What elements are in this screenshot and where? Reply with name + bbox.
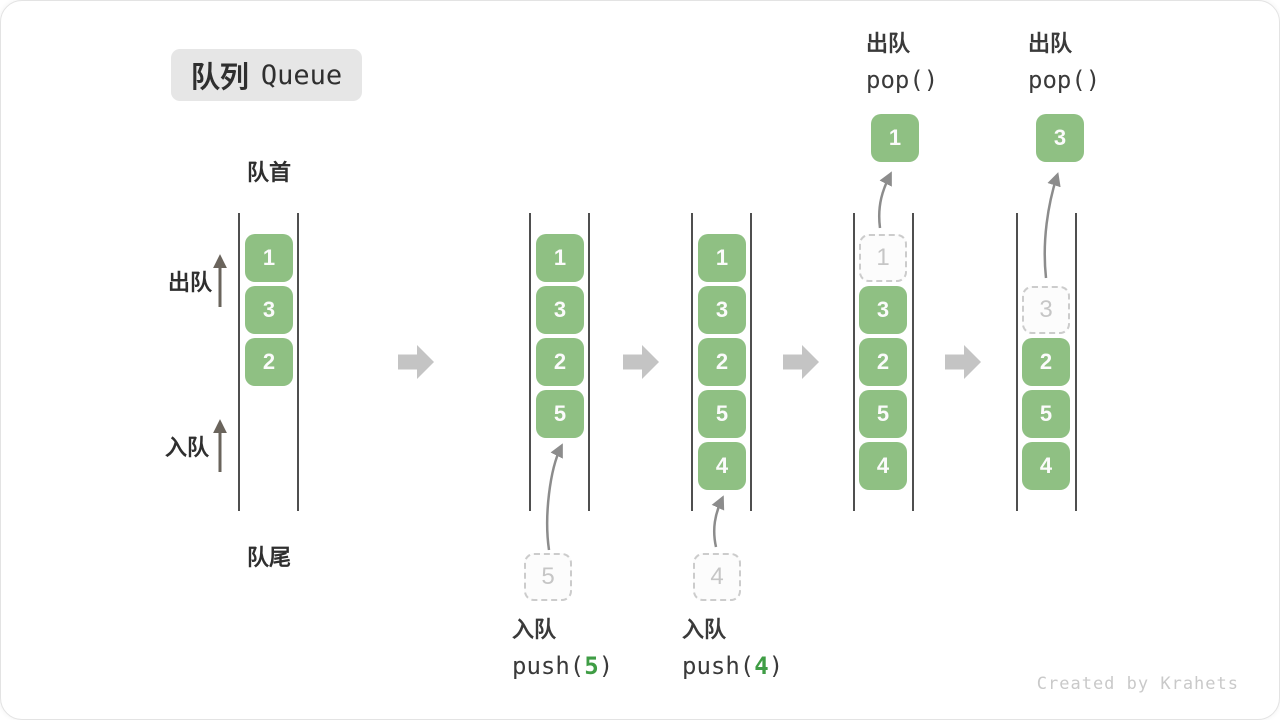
op-push-4-label: 入队 push(4): [682, 617, 784, 680]
queue-box: 4: [859, 442, 907, 490]
title-badge: 队列 Queue: [171, 49, 362, 101]
queue-rails-state-3: [691, 213, 752, 511]
op-arg: 5: [584, 652, 599, 680]
ghost-box: 3: [1022, 286, 1070, 334]
queue-box: 3: [698, 286, 746, 334]
queue-box: 2: [1022, 338, 1070, 386]
queue-box: 2: [859, 338, 907, 386]
op-action: 入队: [512, 617, 557, 642]
state-transition-arrow-icon: [398, 345, 434, 379]
op-code: push(4): [682, 652, 784, 680]
queue-box: 3: [245, 286, 293, 334]
queue-box: 5: [859, 390, 907, 438]
ghost-box: 1: [859, 234, 907, 282]
op-code: pop(): [866, 66, 939, 94]
queue-box: 1: [245, 234, 293, 282]
queue-box: 4: [1022, 442, 1070, 490]
queue-box: 2: [536, 338, 584, 386]
queue-box: 5: [1022, 390, 1070, 438]
popped-box: 3: [1036, 114, 1084, 162]
queue-rails-state-4: [853, 213, 914, 511]
label-enqueue: 入队: [165, 435, 210, 460]
queue-box: 2: [245, 338, 293, 386]
op-action: 出队: [1028, 31, 1073, 56]
staged-box: 5: [524, 553, 572, 601]
watermark: Created by Krahets: [1036, 674, 1239, 694]
queue-box: 4: [698, 442, 746, 490]
op-code: push(5): [512, 652, 614, 680]
op-action: 出队: [866, 31, 911, 56]
queue-box: 2: [698, 338, 746, 386]
op-code: pop(): [1028, 66, 1101, 94]
state-transition-arrow-icon: [783, 345, 819, 379]
queue-rails-state-2: [529, 213, 590, 511]
label-queue-front: 队首: [246, 160, 291, 185]
queue-box: 1: [698, 234, 746, 282]
label-dequeue: 出队: [168, 270, 213, 295]
title-en: Queue: [260, 59, 343, 91]
queue-box: 1: [536, 234, 584, 282]
queue-box: 3: [859, 286, 907, 334]
op-pop-1-label: 出队 pop(): [866, 31, 939, 94]
state-transition-arrow-icon: [623, 345, 659, 379]
op-action: 入队: [682, 617, 727, 642]
op-push-5-label: 入队 push(5): [512, 617, 614, 680]
queue-rails-state-1: [238, 213, 299, 511]
label-queue-rear: 队尾: [246, 545, 291, 570]
queue-box: 3: [536, 286, 584, 334]
state-transition-arrow-icon: [945, 345, 981, 379]
staged-box: 4: [693, 553, 741, 601]
op-arg: 4: [754, 652, 769, 680]
queue-box: 5: [698, 390, 746, 438]
queue-rails-state-5: [1016, 213, 1077, 511]
title-zh: 队列: [190, 62, 249, 94]
queue-box: 5: [536, 390, 584, 438]
popped-box: 1: [871, 114, 919, 162]
op-pop-3-label: 出队 pop(): [1028, 31, 1101, 94]
